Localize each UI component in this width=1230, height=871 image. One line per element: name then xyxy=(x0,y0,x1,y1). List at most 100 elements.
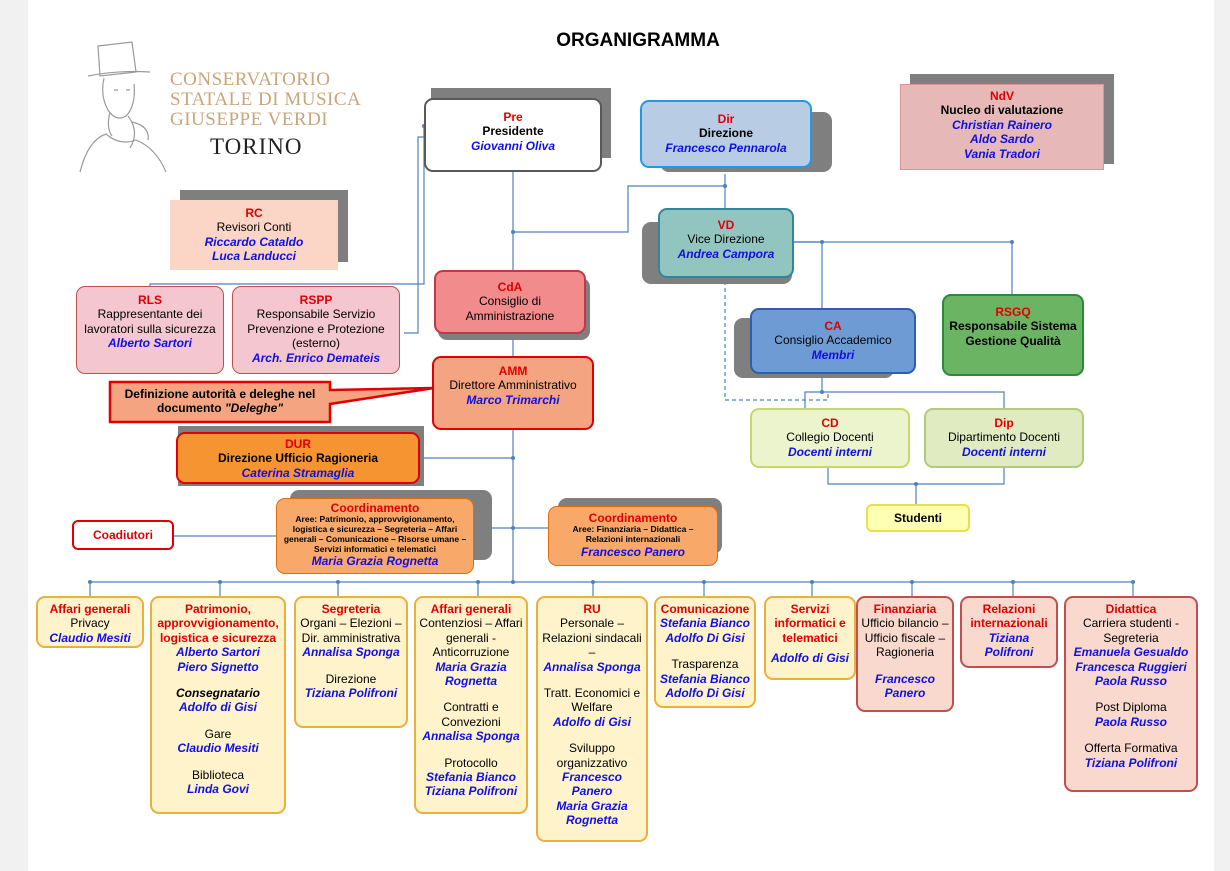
dur-code: DUR xyxy=(285,437,311,451)
rc-person-1: Riccardo Cataldo xyxy=(204,234,304,249)
amm-code: AMM xyxy=(498,364,528,378)
ndv-name: Nucleo di valutazione xyxy=(940,103,1064,118)
coord1-code: Coordinamento xyxy=(330,501,420,515)
col9-header: Relazioni internazionali xyxy=(970,602,1048,631)
col4-person-3: Stefania Bianco xyxy=(425,769,517,784)
dir-name: Direzione xyxy=(698,126,753,141)
col-relazioni-internazionali[interactable]: Relazioni internazionali Tiziana Polifro… xyxy=(960,596,1058,668)
coord2-areas: Aree: Finanziaria – Didattica – Relazion… xyxy=(572,524,694,545)
col2-header: Patrimonio, approvvigionamento, logistic… xyxy=(157,602,279,645)
col6-person-1: Stefania Bianco xyxy=(659,616,751,631)
col5-person-1: Annalisa Sponga xyxy=(543,659,641,674)
col-segreteria[interactable]: Segreteria Organi – Elezioni – Dir. ammi… xyxy=(294,596,408,728)
ca-person: Membri xyxy=(811,347,855,362)
col10-person-2: Francesca Ruggieri xyxy=(1075,659,1187,674)
cda-name: Consiglio di Amministrazione xyxy=(465,294,555,323)
ndv-person-3: Vania Tradori xyxy=(963,146,1041,161)
ndv-code: NdV xyxy=(990,89,1014,103)
rls-name: Rappresentante dei lavoratori sulla sicu… xyxy=(84,307,216,336)
col5-item-3: Sviluppo organizzativo xyxy=(556,741,628,770)
page: ORGANIGRAMMA CONSERVATORIO STATALE DI MU… xyxy=(28,0,1214,871)
pre-node[interactable]: Pre Presidente Giovanni Oliva xyxy=(424,98,602,172)
dip-name: Dipartimento Docenti xyxy=(947,430,1061,445)
deleghe-quote: "Deleghe" xyxy=(224,401,284,416)
coord2-node[interactable]: Coordinamento Aree: Finanziaria – Didatt… xyxy=(548,506,718,566)
conservatorio-logo: CONSERVATORIO STATALE DI MUSICA GIUSEPPE… xyxy=(70,36,361,176)
page-title: ORGANIGRAMMA xyxy=(556,30,720,51)
col1-header: Affari generali xyxy=(49,602,131,616)
pre-name: Presidente xyxy=(482,124,544,139)
col-affari-generali-privacy[interactable]: Affari generali Privacy Claudio Mesiti xyxy=(36,596,144,648)
col3-person-1: Annalisa Sponga xyxy=(302,645,400,660)
col10-person-1: Emanuela Gesualdo xyxy=(1073,645,1189,660)
dur-name: Direzione Ufficio Ragioneria xyxy=(217,451,379,466)
ca-node[interactable]: CA Consiglio Accademico Membri xyxy=(750,308,916,374)
dir-code: Dir xyxy=(717,112,735,126)
verdi-portrait-icon xyxy=(79,41,167,173)
col5-item-1: Personale – Relazioni sindacali – xyxy=(542,616,642,660)
col10-person-5: Tiziana Polifroni xyxy=(1084,755,1178,770)
amm-person: Marco Trimarchi xyxy=(466,392,560,407)
col-patrimonio[interactable]: Patrimonio, approvvigionamento, logistic… xyxy=(150,596,286,814)
col7-person-1: Adolfo di Gisi xyxy=(771,651,849,666)
pre-code: Pre xyxy=(503,110,523,124)
dip-code: Dip xyxy=(994,416,1014,430)
vd-node[interactable]: VD Vice Direzione Andrea Campora xyxy=(658,208,794,278)
col6-person-4: Adolfo Di Gisi xyxy=(665,685,745,700)
col4-item-3: Protocollo xyxy=(444,755,498,770)
col10-header: Didattica xyxy=(1105,602,1157,616)
col-servizi-informatici[interactable]: Servizi informatici e telematici Adolfo … xyxy=(764,596,856,680)
col5-person-2: Adolfo di Gisi xyxy=(553,714,631,729)
col6-item-1: Trasparenza xyxy=(671,657,739,672)
col2-item-1: Consegnatario xyxy=(175,685,260,700)
logo-line-2: STATALE DI MUSICA xyxy=(170,89,362,110)
rls-node[interactable]: RLS Rappresentante dei lavoratori sulla … xyxy=(76,286,224,374)
ca-name: Consiglio Accademico xyxy=(774,333,892,348)
deleghe-callout-shape xyxy=(108,380,435,424)
studenti-node[interactable]: Studenti xyxy=(866,504,970,532)
col-affari-generali[interactable]: Affari generali Contenziosi – Affari gen… xyxy=(414,596,528,814)
col3-item-1: Organi – Elezioni – Dir. amministrativa xyxy=(300,616,402,645)
rsgq-node[interactable]: RSGQ Responsabile Sistema Gestione Quali… xyxy=(942,294,1084,376)
col-finanziaria[interactable]: Finanziaria Ufficio bilancio – Ufficio f… xyxy=(856,596,954,712)
rsgq-name: Responsabile Sistema Gestione Qualità xyxy=(949,319,1077,348)
rspp-node[interactable]: RSPP Responsabile Servizio Prevenzione e… xyxy=(232,286,400,374)
col8-item-1: Ufficio bilancio – Ufficio fiscale – Rag… xyxy=(861,616,949,660)
col10-person-3: Paola Russo xyxy=(1094,673,1168,688)
logo-line-1: CONSERVATORIO xyxy=(170,69,331,90)
col10-person-4: Paola Russo xyxy=(1094,714,1168,729)
col4-person-1: Maria Grazia Rognetta xyxy=(435,659,507,688)
logo-line-3: GIUSEPPE VERDI xyxy=(170,109,329,130)
col-didattica[interactable]: Didattica Carriera studenti - Segreteria… xyxy=(1064,596,1198,792)
col2-person-4: Claudio Mesiti xyxy=(177,741,259,756)
col7-header: Servizi informatici e telematici xyxy=(774,602,846,645)
rls-code: RLS xyxy=(138,293,162,307)
dip-node[interactable]: Dip Dipartimento Docenti Docenti interni xyxy=(924,408,1084,468)
coadiutori-node[interactable]: Coadiutori xyxy=(72,520,174,550)
cda-node[interactable]: CdA Consiglio di Amministrazione xyxy=(434,270,586,334)
col3-person-2: Tiziana Polifroni xyxy=(304,685,398,700)
col-ru[interactable]: RU Personale – Relazioni sindacali – Ann… xyxy=(536,596,648,842)
ndv-person-1: Christian Rainero xyxy=(951,117,1053,132)
dip-person: Docenti interni xyxy=(961,444,1046,459)
amm-node[interactable]: AMM Direttore Amministrativo Marco Trima… xyxy=(432,356,594,430)
rc-code: RC xyxy=(245,206,263,220)
connector-lines xyxy=(88,124,1135,596)
cd-code: CD xyxy=(821,416,839,430)
dur-node[interactable]: DUR Direzione Ufficio Ragioneria Caterin… xyxy=(176,432,420,484)
coord1-node[interactable]: Coordinamento Aree: Patrimonio, approvvi… xyxy=(276,498,474,574)
col-comunicazione[interactable]: Comunicazione Stefania Bianco Adolfo Di … xyxy=(654,596,756,708)
col10-item-2: Post Diploma xyxy=(1095,700,1167,715)
ndv-node[interactable]: NdV Nucleo di valutazione Christian Rain… xyxy=(900,84,1104,170)
dir-node[interactable]: Dir Direzione Francesco Pennarola xyxy=(640,100,812,168)
logo-line-4: TORINO xyxy=(210,134,303,159)
cd-node[interactable]: CD Collegio Docenti Docenti interni xyxy=(750,408,910,468)
col1-person-1: Claudio Mesiti xyxy=(49,630,131,645)
col6-person-2: Adolfo Di Gisi xyxy=(665,630,745,645)
rls-person: Alberto Sartori xyxy=(107,336,192,351)
rc-node[interactable]: RC Revisori Conti Riccardo Cataldo Luca … xyxy=(170,200,338,270)
col1-item-1: Privacy xyxy=(70,616,110,631)
rc-person-2: Luca Landucci xyxy=(211,249,297,264)
deleghe-callout: Definizione autorità e deleghe nel docum… xyxy=(114,384,326,422)
coord2-code: Coordinamento xyxy=(588,511,678,525)
